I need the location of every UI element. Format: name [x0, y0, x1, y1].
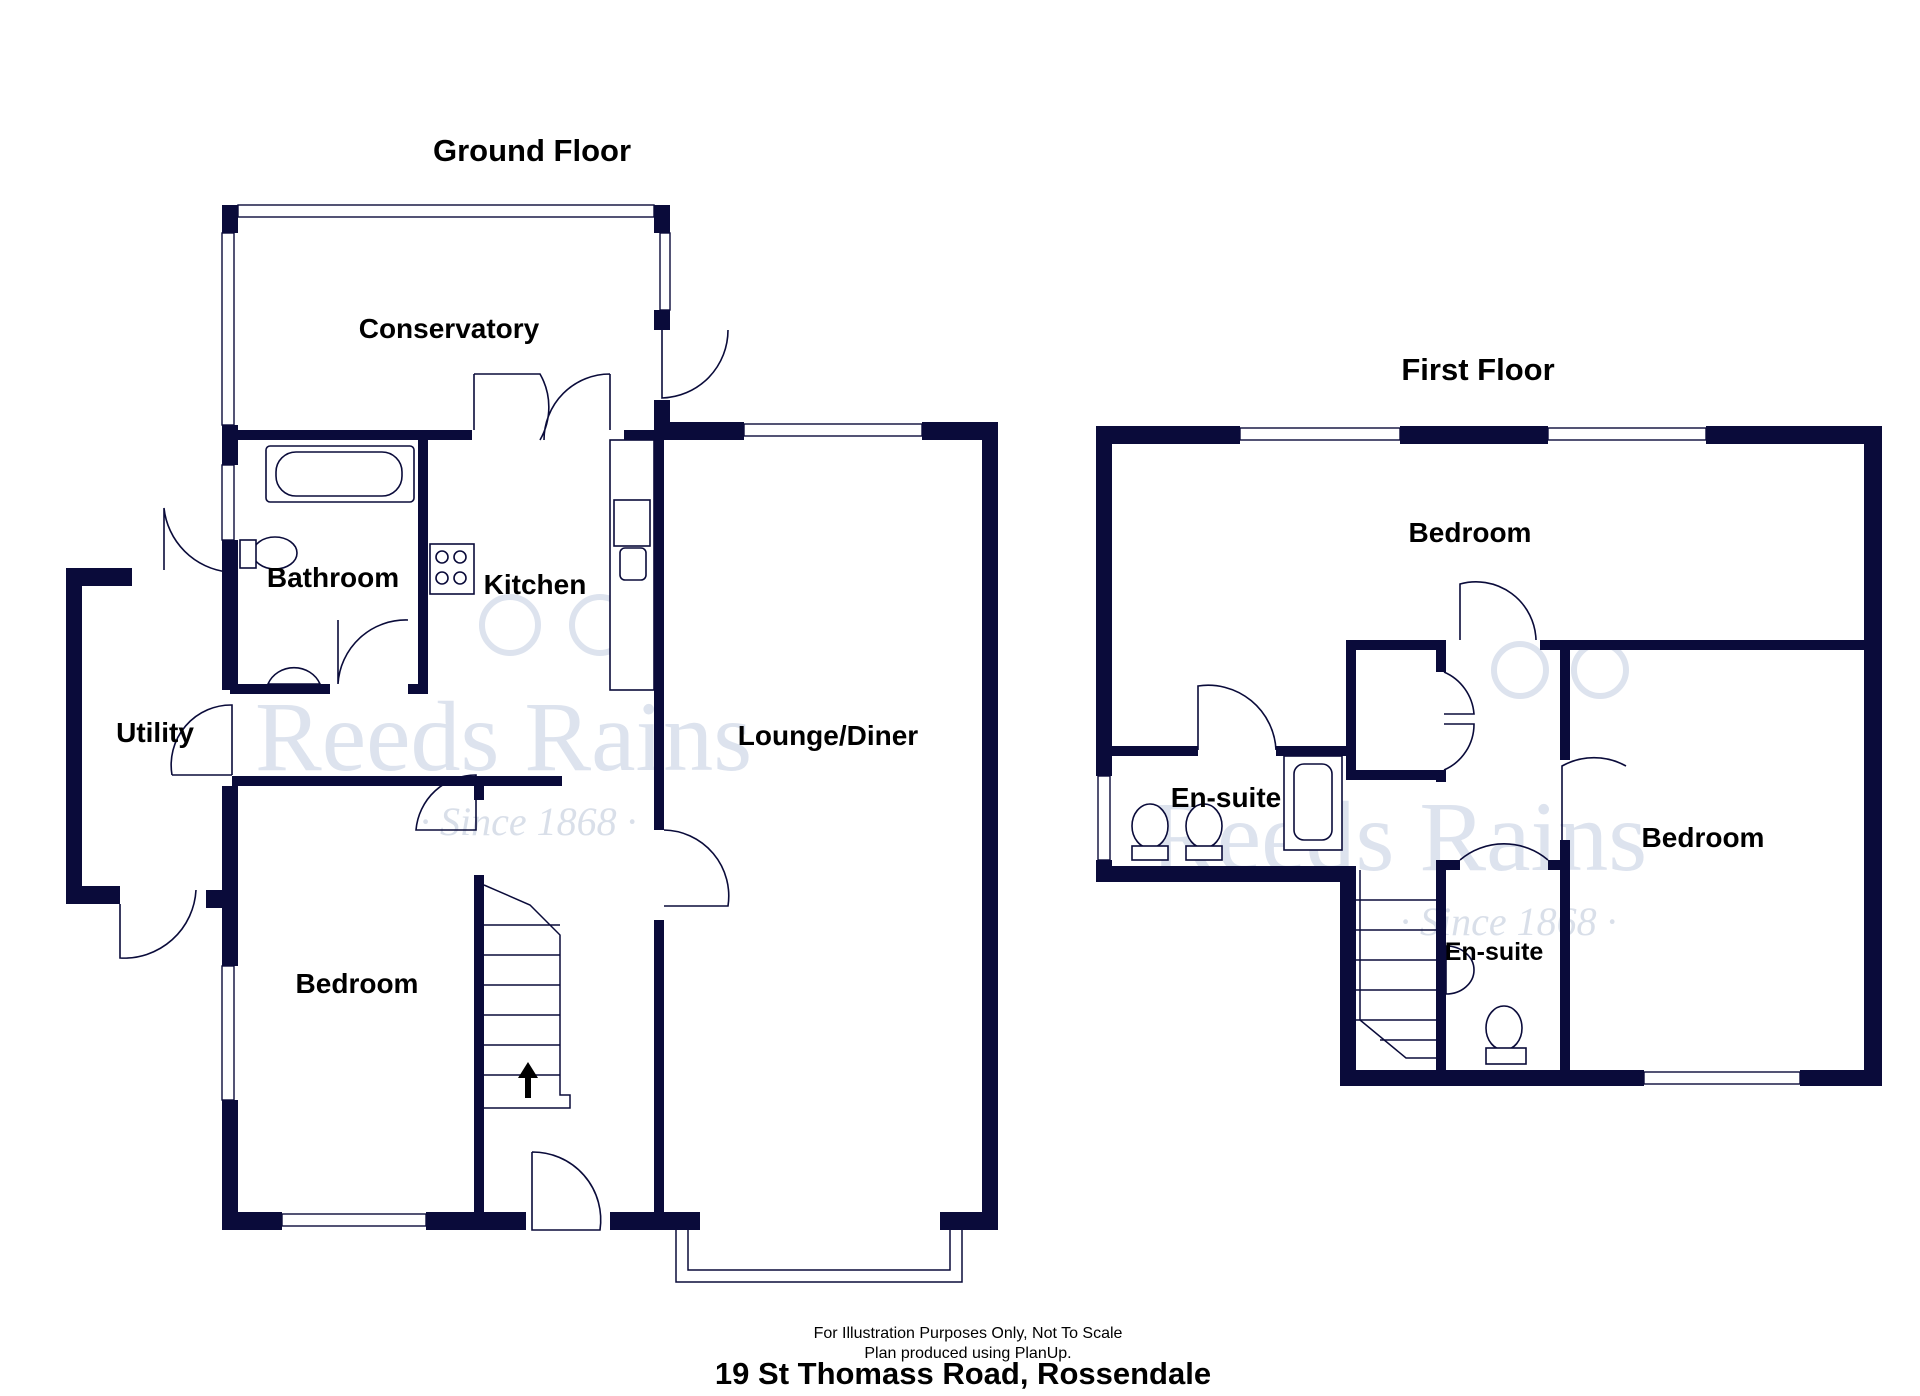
first-floor-fixtures [1131, 755, 1527, 1065]
ground-floor-title: Ground Floor [433, 133, 631, 168]
room-label-first-bedroom-right: Bedroom [1642, 822, 1765, 853]
first-floor-doors [1197, 581, 1627, 861]
ground-floor-walls [66, 205, 998, 1230]
first-stairs [1356, 870, 1436, 1059]
room-label-lounge-diner: Lounge/Diner [738, 720, 919, 751]
room-label-first-bedroom-top: Bedroom [1409, 517, 1532, 548]
property-address: 19 St Thomass Road, Rossendale [715, 1356, 1211, 1391]
first-floor-windows [1097, 427, 1801, 1085]
planup-note: Plan produced using PlanUp. [864, 1345, 1071, 1362]
room-label-ensuite-left: En-suite [1171, 782, 1281, 813]
first-floor-title: First Floor [1401, 352, 1554, 387]
hob-icon [429, 543, 475, 595]
watermark-since-ground: · Since 1868 · [420, 799, 637, 844]
ensuite-basin-icon [1445, 945, 1475, 995]
ground-floor-doors [119, 329, 730, 1231]
watermark: Reeds Rains · Since 1868 · Reeds Rains ·… [255, 594, 1647, 944]
room-label-ensuite-right: En-suite [1445, 938, 1544, 966]
first-floor-walls [1096, 426, 1882, 1086]
watermark-brand-ground: Reeds Rains [255, 681, 752, 792]
ground-floor-fixtures [239, 439, 655, 1109]
room-label-ground-bedroom: Bedroom [296, 968, 419, 999]
room-label-bathroom: Bathroom [267, 562, 399, 593]
ground-stairs [483, 884, 571, 1109]
room-label-utility: Utility [116, 717, 194, 748]
sink-icon [613, 499, 651, 547]
disclaimer-note: For Illustration Purposes Only, Not To S… [814, 1325, 1123, 1342]
stairs-up-arrow-icon [518, 1062, 538, 1098]
ground-floor-windows [221, 204, 963, 1283]
room-label-conservatory: Conservatory [359, 313, 540, 344]
ensuite-toilet-icon [1131, 803, 1169, 849]
watermark-keys-icon [479, 594, 1629, 699]
conservatory-door [661, 329, 729, 399]
bay-window [675, 1230, 963, 1283]
room-label-kitchen: Kitchen [484, 569, 587, 600]
basin-icon [266, 666, 322, 685]
